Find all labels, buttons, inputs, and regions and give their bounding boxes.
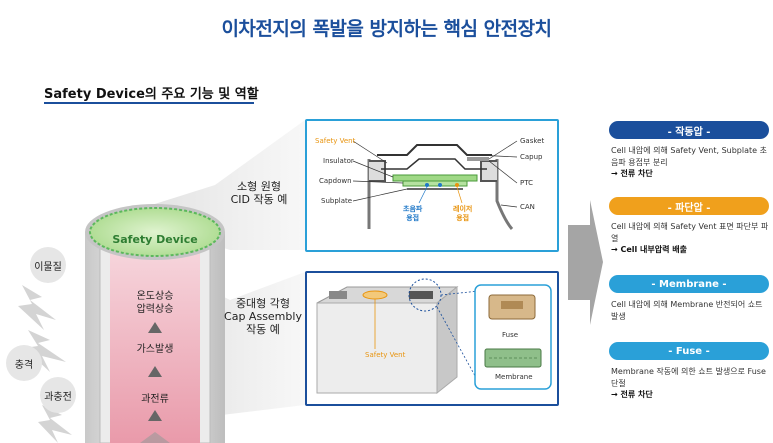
card-text: Cell 내압에 의해 Membrane 반전되어 쇼트 발생 <box>611 300 763 321</box>
card-rupture-pressure: - 파단압 - Cell 내압에 의해 Safety Vent 표면 파단부 파… <box>609 197 769 256</box>
lightning-icon-3 <box>38 405 72 443</box>
stage-overcurrent: 과전류 <box>141 394 169 405</box>
card-result: → 전류 차단 <box>611 390 653 399</box>
card-result: → Cell 내부압력 배출 <box>611 245 687 254</box>
label-ptc: PTC <box>520 179 533 187</box>
card-title: - 작동압 - <box>609 121 769 139</box>
label-membrane: Membrane <box>495 373 533 381</box>
hazard-foreign-material: 이물질 <box>30 247 66 283</box>
label-capdown: Capdown <box>319 177 352 185</box>
label-fuse: Fuse <box>502 331 519 339</box>
card-result: → 전류 차단 <box>611 169 653 178</box>
lightning-icon-1 <box>18 285 56 330</box>
label-safety-vent: Safety Vent <box>315 137 356 145</box>
card-text: Cell 내압에 의해 Safety Vent 표면 파단부 파열 <box>611 222 769 243</box>
cid-panel: Safety Vent Insulator Capdown Subplate G… <box>305 119 559 252</box>
card-fuse: - Fuse - Membrane 작동에 의한 쇼트 발생으로 Fuse 단절… <box>609 342 769 401</box>
label-insulator: Insulator <box>323 157 354 165</box>
cap-drawing <box>316 278 552 395</box>
label-can: CAN <box>520 203 535 211</box>
up-arrow-2 <box>148 366 162 377</box>
card-operating-pressure: - 작동압 - Cell 내압에 의해 Safety Vent, Subplat… <box>609 121 769 180</box>
card-title: - Membrane - <box>609 275 769 293</box>
card-text: Membrane 작동에 의한 쇼트 발생으로 Fuse 단절 <box>611 367 766 388</box>
label-ultrasonic-weld: 초음파 용접 <box>403 205 423 222</box>
card-membrane: - Membrane - Cell 내압에 의해 Membrane 반전되어 쇼… <box>609 275 769 322</box>
label-gasket: Gasket <box>520 137 545 145</box>
cap-caption: 중대형 각형 Cap Assembly 작동 예 <box>224 297 302 336</box>
label-subplate: Subplate <box>321 197 353 205</box>
label-cap-safety-vent: Safety Vent <box>365 351 406 359</box>
card-text: Cell 내압에 의해 Safety Vent, Subplate 초음파 용접… <box>611 146 767 167</box>
cylinder-top <box>89 207 221 257</box>
cylinder-top-label: Safety Device <box>112 233 198 246</box>
page-title: 이차전지의 폭발을 방지하는 핵심 안전장치 <box>221 18 552 40</box>
section-underline <box>44 102 254 104</box>
hazard-impact: 충격 <box>6 345 42 381</box>
cap-assembly-panel: Safety Vent Fuse Membrane <box>305 271 559 406</box>
lightning-icon-2 <box>24 330 66 372</box>
card-title: - 파단압 - <box>609 197 769 215</box>
stage-pressure-rise: 온도상승 압력상승 <box>136 291 174 315</box>
stage-gas: 가스발생 <box>136 344 174 355</box>
cid-caption: 소형 원형 CID 작동 예 <box>230 180 288 206</box>
label-laser-weld: 레이저 용접 <box>453 205 473 222</box>
up-arrow-3 <box>148 410 162 421</box>
section-title: Safety Device의 주요 기능 및 역할 <box>44 87 259 102</box>
hazard-overcharge: 과충전 <box>40 377 76 413</box>
cid-drawing <box>352 140 518 230</box>
card-title: - Fuse - <box>609 342 769 360</box>
up-arrow-1 <box>148 322 162 333</box>
label-capup: Capup <box>520 153 543 161</box>
grey-arrow <box>568 200 603 325</box>
